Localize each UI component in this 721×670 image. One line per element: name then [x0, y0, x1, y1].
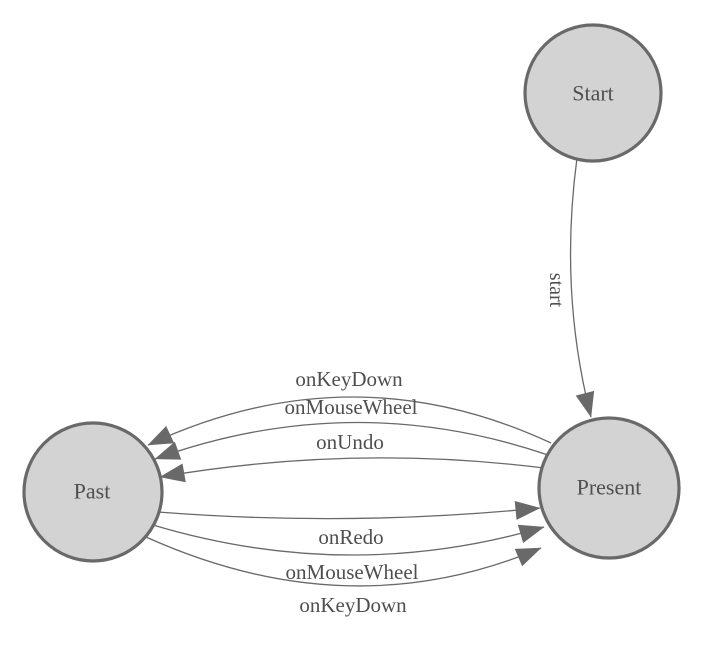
- state-label-start: Start: [572, 81, 614, 106]
- state-node-start: [523, 23, 663, 163]
- transition-edge-onundo-to-past: [159, 457, 545, 483]
- transition-label-onkeydown-top: onKeyDown: [295, 367, 403, 391]
- transition-edge-onkeydown-to-past: [147, 396, 552, 446]
- transition-edge-onredo-to-present: [157, 500, 541, 520]
- transition-label-onredo: onRedo: [318, 525, 383, 549]
- transition-edge-start: [569, 157, 595, 418]
- state-node-present: [537, 416, 681, 560]
- transition-edge-onmousewheel-to-past: [154, 421, 549, 460]
- transition-label-onundo: onUndo: [316, 430, 384, 454]
- state-label-past: Past: [74, 479, 111, 504]
- transition-label-onkeydown-bottom: onKeyDown: [299, 593, 407, 617]
- transition-edge-onkeydown-to-present: [145, 536, 542, 587]
- state-label-present: Present: [577, 475, 642, 500]
- transition-label-onmousewheel-bottom: onMouseWheel: [286, 560, 419, 584]
- transition-label-onmousewheel-top: onMouseWheel: [285, 395, 418, 419]
- transition-label-start: start: [545, 273, 567, 308]
- transition-edge-onmousewheel-to-present: [152, 524, 545, 556]
- state-node-past: [22, 421, 164, 563]
